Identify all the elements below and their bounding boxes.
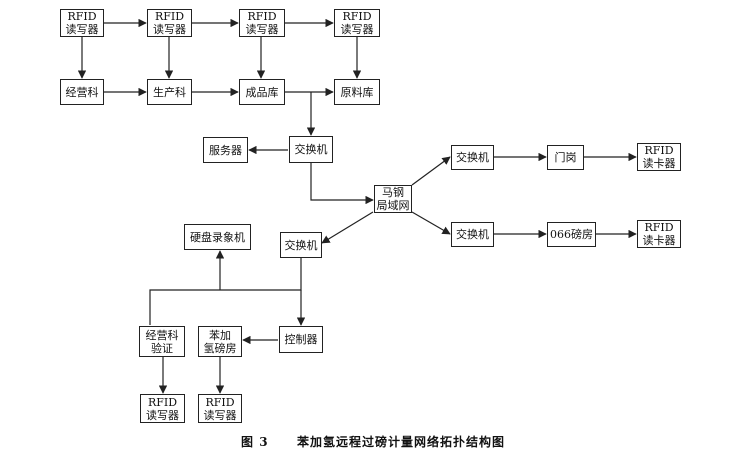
node-label-line-1: RFID [644,221,674,234]
node-label: 066磅房 [550,228,593,241]
edge-lan-switch-right-top [411,156,451,186]
node-label-line-2: 局域网 [376,199,410,212]
edge-switch-lan [310,163,374,205]
figure-title: 苯加氢远程过磅计量网络拓扑结构图 [296,435,505,449]
node-label-line-2: 读写器 [146,408,179,422]
node-label: 门岗 [554,151,577,164]
node-label-line-1: RFID [67,10,97,23]
node-label-line-1: RFID [247,10,277,23]
node-label: 成品库 [245,85,279,99]
node-label-line-2: 读写器 [203,408,237,422]
node-label: 交换机 [456,151,489,164]
switch-right-bottom-box: 交换机 [451,222,494,247]
bangfang-066-box: 066磅房 [547,222,596,247]
rfid-reader-writer-1: RFID 读写器 [60,9,104,37]
rfid-card-reader-1: RFID 读卡器 [637,143,681,171]
yuanliaoku-box: 原料库 [334,79,380,105]
server-box: 服务器 [203,137,248,163]
switch-right-top-box: 交换机 [451,145,494,170]
node-label-line-2: 验证 [151,341,173,355]
node-label-line-2: 读写器 [245,23,279,36]
node-label-line-2: 读写器 [65,23,99,36]
node-label-line-2: 氢磅房 [203,341,237,355]
jingyingke-box: 经营科 [60,79,104,105]
shengchanke-box: 生产科 [147,79,192,105]
rfid-reader-writer-3: RFID 读写器 [239,9,285,37]
node-label: 硬盘录象机 [190,230,245,244]
node-label: 交换机 [294,143,328,156]
rfid-reader-writer-5: RFID 读写器 [140,394,185,423]
node-label-line-2: 读写器 [340,23,374,36]
rfid-reader-writer-6: RFID 读写器 [198,394,242,423]
node-label-line-1: 马钢 [382,186,404,199]
node-label-line-1: RFID [154,10,185,23]
node-label-line-1: RFID [644,144,674,157]
edge-switch-distribution [149,258,302,325]
node-label: 交换机 [456,228,489,241]
node-label: 经营科 [65,85,99,99]
figure-caption: 图 3 苯加氢远程过磅计量网络拓扑结构图 [0,433,746,450]
node-label: 原料库 [340,85,374,99]
magang-lan-box: 马钢 局域网 [374,185,412,213]
edge-lan-switch-bottom [321,211,374,244]
node-label: 控制器 [284,333,318,346]
node-label-line-1: RFID [342,10,372,23]
mengang-box: 门岗 [547,145,584,170]
switch-bottom-box: 交换机 [280,232,322,258]
edge-lan-switch-right-bottom [411,211,451,235]
figure-number: 图 3 [241,435,269,449]
benjiaqing-bangfang-box: 苯加 氢磅房 [198,326,242,357]
node-label-line-1: 经营科 [145,328,179,342]
node-label: 生产科 [153,85,186,99]
jingyingke-verify-box: 经营科 验证 [139,326,185,357]
node-label: 交换机 [284,238,318,252]
node-label-line-2: 读卡器 [642,157,676,170]
switch-top-box: 交换机 [289,136,333,163]
rfid-card-reader-2: RFID 读卡器 [637,220,681,248]
rfid-reader-writer-2: RFID 读写器 [147,9,192,37]
disk-recorder-box: 硬盘录象机 [184,224,251,250]
node-label-line-2: 读卡器 [642,234,676,247]
node-label-line-1: RFID [147,395,178,409]
controller-box: 控制器 [279,326,323,353]
node-label: 服务器 [209,143,242,157]
rfid-reader-writer-4: RFID 读写器 [334,9,380,37]
chengpinku-box: 成品库 [239,79,285,105]
node-label-line-2: 读写器 [153,23,186,36]
node-label-line-1: 苯加 [209,328,231,342]
node-label-line-1: RFID [205,395,235,409]
